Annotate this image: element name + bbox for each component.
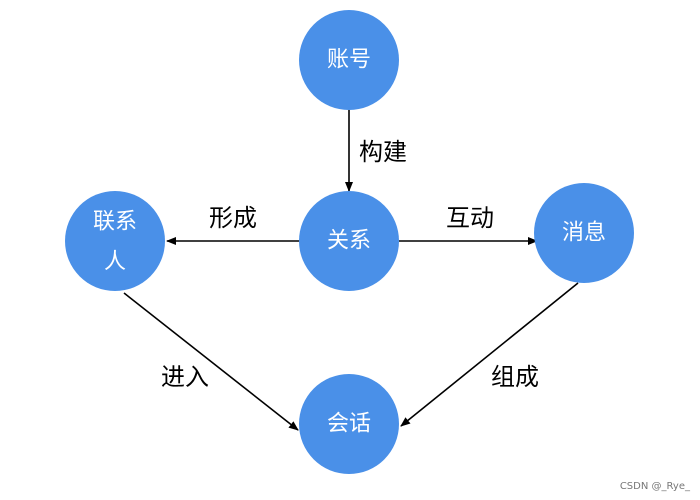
node-contact-label-line1: 联系: [93, 210, 137, 235]
node-message-label: 消息: [562, 221, 606, 246]
edge-label-enter: 进入: [161, 363, 209, 391]
edge-label-compose: 组成: [491, 363, 539, 391]
node-message: 消息: [534, 183, 634, 283]
node-session: 会话: [299, 374, 399, 474]
edge-label-interact: 互动: [446, 204, 494, 232]
node-relation-label: 关系: [327, 229, 371, 254]
node-account-label: 账号: [327, 48, 371, 73]
node-contact: 联系 人: [65, 191, 165, 291]
watermark: CSDN @_Rye_: [619, 481, 690, 492]
node-session-label: 会话: [327, 412, 371, 437]
node-contact-label-line2: 人: [104, 250, 126, 275]
edge-label-build: 构建: [359, 138, 407, 166]
edge-message-to-session: [400, 282, 579, 427]
node-relation: 关系: [299, 191, 399, 291]
edge-label-form: 形成: [209, 204, 257, 232]
node-account: 账号: [299, 10, 399, 110]
edge-contact-to-session: [123, 292, 299, 431]
